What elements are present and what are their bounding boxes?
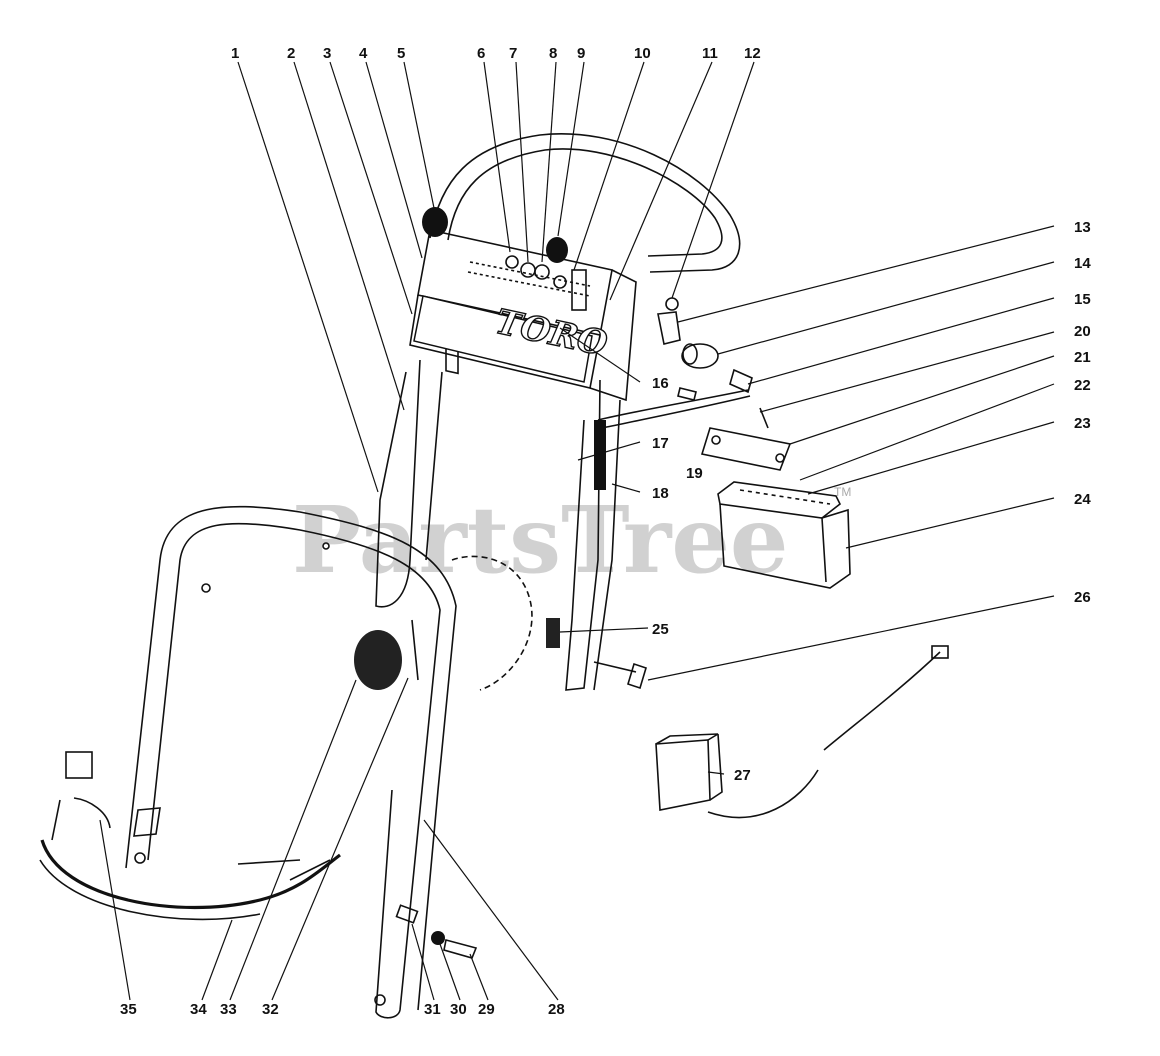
callout-8: 8 xyxy=(549,45,557,62)
callout-20: 20 xyxy=(1074,323,1091,340)
callout-35: 35 xyxy=(120,1001,137,1018)
callout-5: 5 xyxy=(397,45,405,62)
callout-11: 11 xyxy=(702,45,718,62)
callout-12: 12 xyxy=(744,45,761,62)
callout-2: 2 xyxy=(287,45,295,62)
callout-29: 29 xyxy=(478,1001,495,1018)
bolt-icon xyxy=(593,661,637,673)
callout-33: 33 xyxy=(220,1001,237,1018)
throttle-knob-icon xyxy=(422,207,448,237)
callout-24: 24 xyxy=(1074,491,1091,508)
battery-icon xyxy=(717,481,851,589)
callout-22: 22 xyxy=(1074,377,1091,394)
callout-10: 10 xyxy=(634,45,651,62)
callout-27: 27 xyxy=(734,767,751,784)
callout-21: 21 xyxy=(1074,349,1091,366)
callout-13: 13 xyxy=(1074,219,1091,236)
callout-26: 26 xyxy=(1074,589,1091,606)
callout-17: 17 xyxy=(652,435,669,452)
callout-16: 16 xyxy=(652,375,669,392)
callout-31: 31 xyxy=(424,1001,441,1018)
callout-32: 32 xyxy=(262,1001,279,1018)
callout-34: 34 xyxy=(190,1001,207,1018)
callout-18: 18 xyxy=(652,485,669,502)
charger-icon xyxy=(655,645,949,819)
callout-3: 3 xyxy=(323,45,331,62)
ignition-parts xyxy=(597,297,769,429)
callout-14: 14 xyxy=(1074,255,1091,272)
watermark-text: PartsTree xyxy=(292,486,788,594)
control-panel: TORO xyxy=(409,207,637,402)
handle-knob-icon xyxy=(354,630,402,690)
callout-labels: 1 2 3 4 5 6 7 8 9 10 11 12 13 14 15 16 1… xyxy=(120,45,1091,1018)
wire-harness xyxy=(39,751,341,921)
callout-9: 9 xyxy=(577,45,585,62)
callout-25: 25 xyxy=(652,621,669,638)
callout-7: 7 xyxy=(509,45,517,62)
callout-30: 30 xyxy=(450,1001,467,1018)
connector-plug-icon xyxy=(65,751,93,779)
callout-15: 15 xyxy=(1074,291,1091,308)
upper-handle-loop xyxy=(429,133,741,273)
choke-knob-icon xyxy=(546,237,568,263)
callout-19: 19 xyxy=(686,465,703,482)
key-switch-icon xyxy=(505,255,519,269)
callout-28: 28 xyxy=(548,1001,565,1018)
ignition-switch-icon xyxy=(681,343,719,369)
lower-handle xyxy=(375,359,621,691)
callout-23: 23 xyxy=(1074,415,1091,432)
battery-bracket xyxy=(700,427,792,471)
spring-lower xyxy=(546,618,560,648)
callout-6: 6 xyxy=(477,45,485,62)
callout-1: 1 xyxy=(231,45,239,62)
spring-upper xyxy=(594,420,606,490)
leader-lines xyxy=(99,61,1055,1001)
bail-frame xyxy=(125,505,457,1019)
callout-4: 4 xyxy=(359,45,368,62)
watermark-tm: TM xyxy=(834,485,851,499)
